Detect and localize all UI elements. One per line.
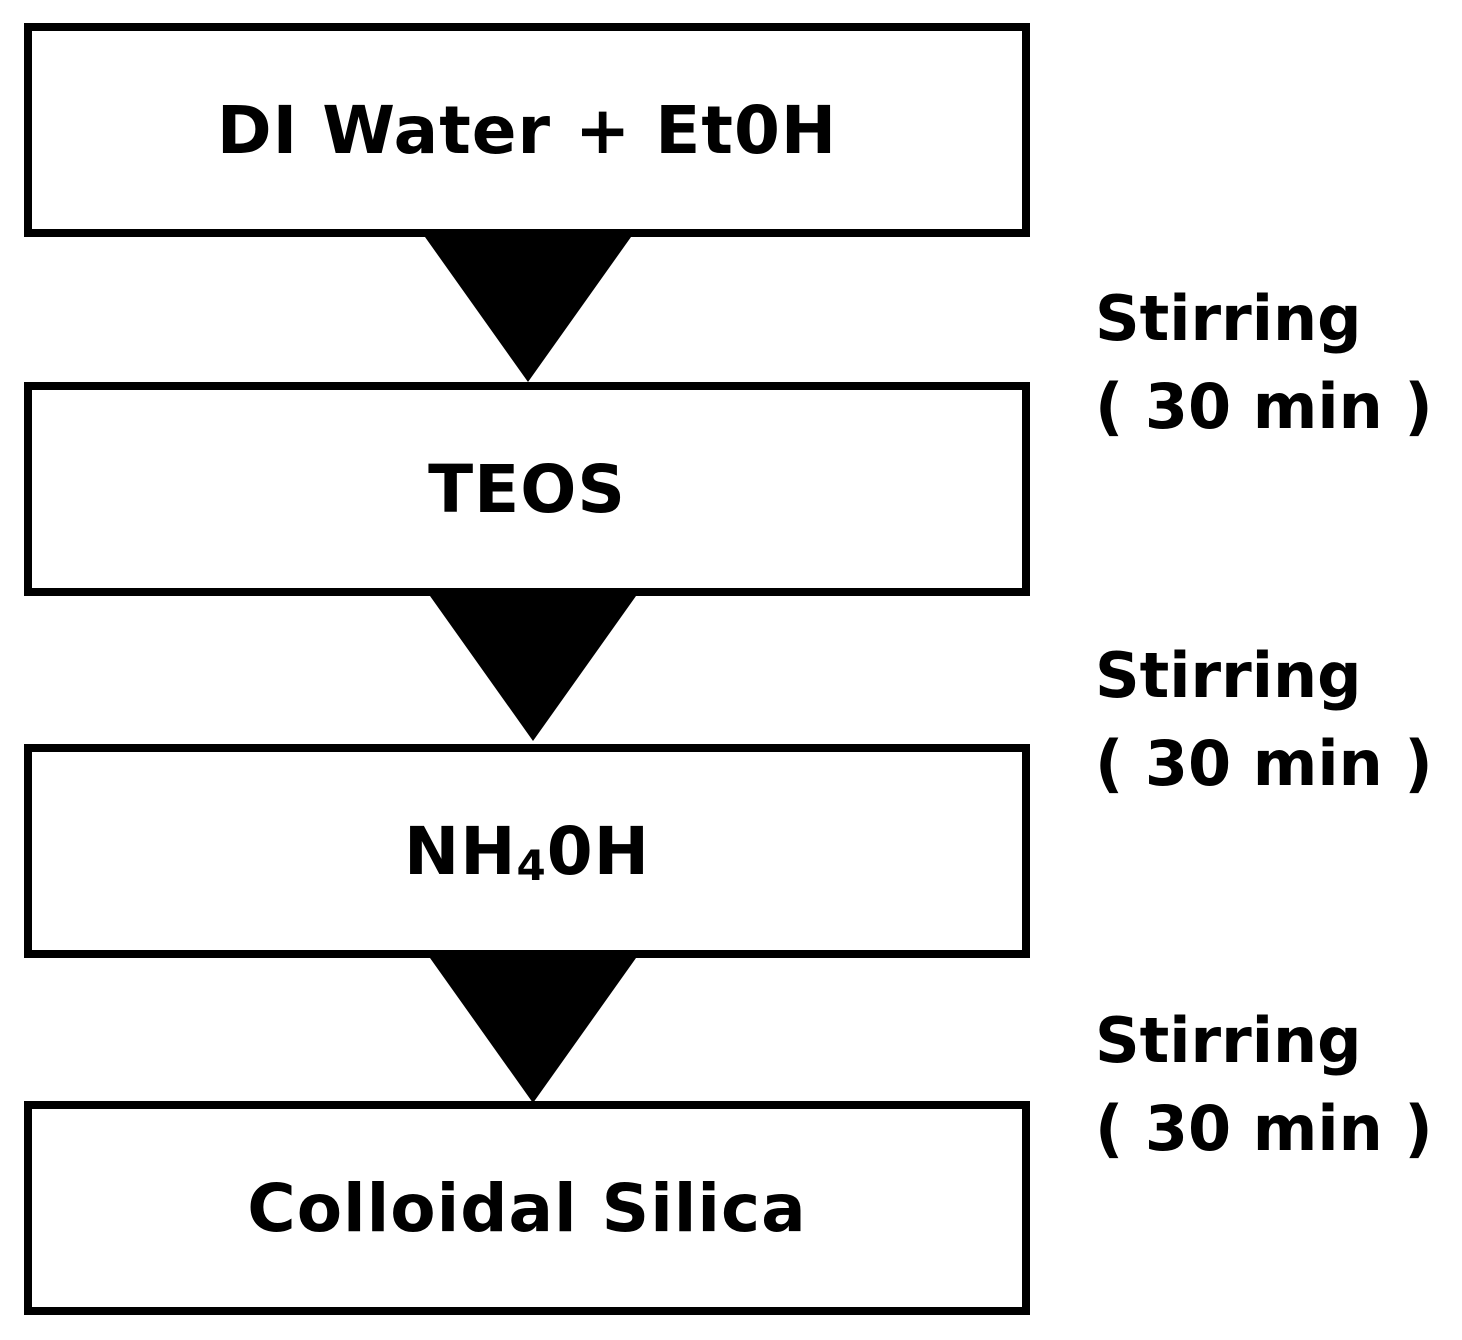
transition-note: Stirring ( 30 min ) xyxy=(1095,632,1455,808)
step-box-teos: TEOS xyxy=(24,382,1030,596)
step-label: DI Water + Et0H xyxy=(216,91,838,169)
step-label: Colloidal Silica xyxy=(247,1169,807,1247)
transition-action: Stirring xyxy=(1095,639,1362,712)
down-arrow-icon xyxy=(430,958,636,1103)
step-label-main: NH xyxy=(404,812,517,890)
transition-duration: ( 30 min ) xyxy=(1095,1092,1433,1165)
transition-action: Stirring xyxy=(1095,282,1362,355)
step-box-di-water-ethanol: DI Water + Et0H xyxy=(24,23,1030,237)
transition-action: Stirring xyxy=(1095,1004,1362,1077)
step-label-subscript: 4 xyxy=(516,840,547,890)
down-arrow-icon xyxy=(430,596,636,741)
step-label: TEOS xyxy=(428,450,626,528)
transition-note: Stirring ( 30 min ) xyxy=(1095,997,1455,1173)
step-label-tail: 0H xyxy=(546,812,650,890)
down-arrow-icon xyxy=(425,237,631,382)
transition-note: Stirring ( 30 min ) xyxy=(1095,275,1455,451)
transition-duration: ( 30 min ) xyxy=(1095,370,1433,443)
step-box-colloidal-silica: Colloidal Silica xyxy=(24,1101,1030,1315)
transition-duration: ( 30 min ) xyxy=(1095,727,1433,800)
step-box-ammonium-hydroxide: NH40H xyxy=(24,744,1030,958)
step-label: NH40H xyxy=(404,813,650,890)
